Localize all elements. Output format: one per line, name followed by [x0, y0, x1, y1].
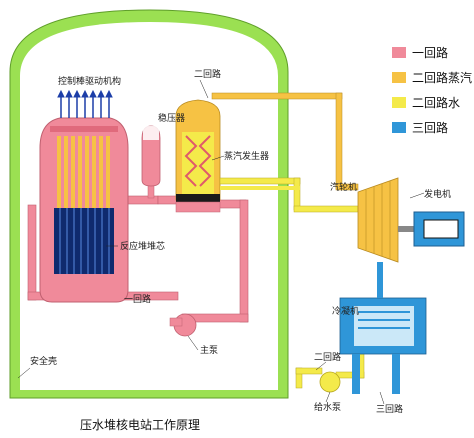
- label-main-pump: 主泵: [200, 344, 218, 356]
- control-rods: [57, 136, 110, 208]
- legend-swatch-primary: [392, 47, 406, 58]
- label-feed-pump: 给水泵: [314, 401, 341, 413]
- pressurizer: [141, 125, 161, 187]
- legend-label-primary: 一回路: [412, 45, 448, 60]
- condenser: [339, 262, 427, 394]
- diagram-title: 压水堆核电站工作原理: [80, 418, 200, 432]
- steam-generator: [175, 99, 221, 213]
- legend-label-water: 二回路水: [412, 95, 460, 110]
- labels: 控制棒驱动机构 稳压器 二回路 蒸汽发生器 汽轮机 发电机 反应堆堆芯 一回路 …: [17, 68, 451, 415]
- secondary-steam-pipe: [211, 92, 359, 191]
- label-steam-generator: 蒸汽发生器: [224, 150, 269, 162]
- label-secondary-bottom: 二回路: [314, 351, 341, 363]
- label-pressurizer: 稳压器: [158, 112, 185, 124]
- turbine-shaft: [398, 226, 414, 232]
- label-condenser: 冷凝机: [332, 305, 359, 317]
- reactor-vessel: [39, 117, 129, 303]
- feed-pump-icon: [319, 371, 341, 393]
- label-control-rods: 控制棒驱动机构: [58, 75, 121, 87]
- label-generator: 发电机: [424, 188, 451, 200]
- legend-swatch-water: [392, 97, 406, 108]
- legend: 一回路 二回路蒸汽 二回路水 三回路: [392, 45, 472, 135]
- control-rod-drive-icon: [57, 89, 113, 118]
- main-pump-base: [169, 317, 183, 327]
- label-reactor-core: 反应堆堆芯: [120, 240, 165, 252]
- label-turbine: 汽轮机: [330, 181, 357, 193]
- label-containment: 安全壳: [30, 355, 57, 367]
- label-primary-loop: 一回路: [124, 293, 151, 305]
- label-tertiary-loop: 三回路: [376, 403, 403, 415]
- legend-swatch-tertiary: [392, 122, 406, 133]
- turbine: [357, 177, 399, 263]
- label-secondary-top: 二回路: [194, 68, 221, 80]
- legend-label-steam: 二回路蒸汽: [412, 70, 472, 85]
- legend-swatch-steam: [392, 72, 406, 83]
- reactor-core: [54, 208, 114, 274]
- legend-label-tertiary: 三回路: [412, 120, 448, 135]
- feed-water-pipe: [220, 186, 300, 190]
